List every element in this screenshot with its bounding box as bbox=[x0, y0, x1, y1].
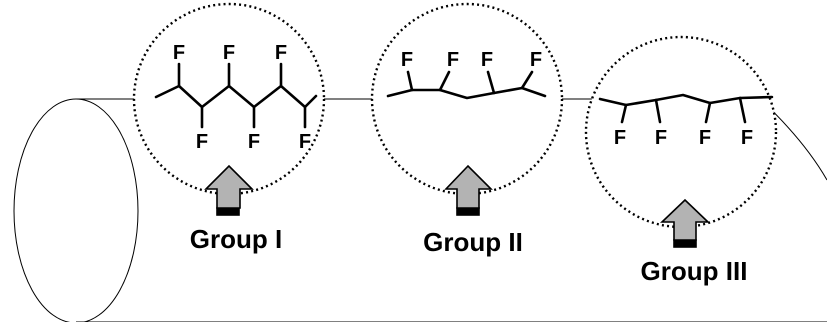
bond bbox=[620, 103, 628, 124]
carbon-chain bbox=[154, 84, 318, 109]
bond bbox=[738, 96, 747, 124]
cylinder-end-cap bbox=[13, 98, 139, 322]
bond bbox=[406, 70, 414, 92]
molecule: F F F F bbox=[598, 93, 774, 149]
group-3: F F F F Group III bbox=[584, 35, 778, 286]
fluorine-label: F bbox=[299, 131, 311, 153]
fluorine-label: F bbox=[223, 42, 235, 64]
arrow-shape bbox=[444, 164, 493, 209]
arrow-shape bbox=[204, 164, 254, 209]
molecule: F F F F F F bbox=[154, 42, 318, 153]
arrow-base-bar bbox=[216, 207, 240, 216]
molecule: F F F F bbox=[386, 49, 547, 100]
bond bbox=[704, 101, 712, 124]
fluorine-label: F bbox=[447, 49, 459, 71]
fluorine-label: F bbox=[655, 127, 667, 149]
zoom-circle bbox=[584, 35, 778, 229]
fluorine-label: F bbox=[481, 49, 493, 71]
fluorine-label: F bbox=[173, 42, 185, 64]
group-1: F F F F F F Group I bbox=[132, 2, 326, 254]
arrow-shape bbox=[660, 198, 710, 241]
up-arrow bbox=[204, 164, 254, 216]
bond bbox=[486, 70, 496, 95]
fluorine-label: F bbox=[741, 127, 753, 149]
up-arrow bbox=[660, 198, 710, 248]
fluorine-label: F bbox=[614, 127, 626, 149]
fluorine-label: F bbox=[699, 127, 711, 149]
bond bbox=[654, 98, 662, 124]
fluorine-label: F bbox=[530, 49, 542, 71]
zoom-circle bbox=[132, 2, 326, 196]
group-label: Group II bbox=[423, 227, 523, 257]
up-arrow bbox=[444, 164, 493, 216]
group-label: Group III bbox=[641, 256, 748, 286]
fluorine-label: F bbox=[248, 131, 260, 153]
arrow-base-bar bbox=[456, 207, 480, 216]
group-label: Group I bbox=[190, 224, 282, 254]
fluorine-label: F bbox=[401, 49, 413, 71]
arrow-base-bar bbox=[673, 239, 697, 248]
fluorine-label: F bbox=[196, 131, 208, 153]
bond bbox=[438, 70, 451, 92]
group-2: F F F F Group II bbox=[370, 2, 564, 257]
bond bbox=[520, 70, 534, 90]
fluorine-label: F bbox=[275, 42, 287, 64]
